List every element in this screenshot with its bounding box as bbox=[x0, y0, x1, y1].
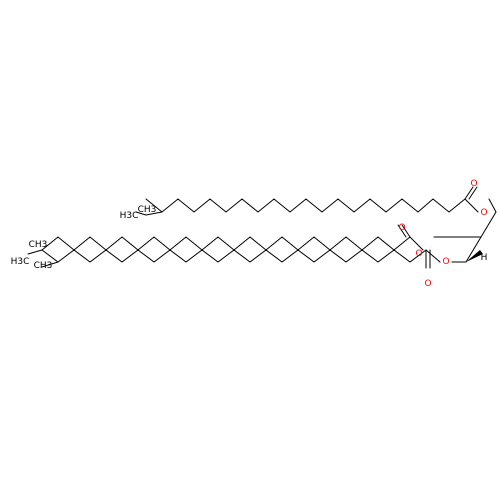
stereo-wedge-bond bbox=[466, 250, 483, 262]
chain-3-branch bbox=[27, 249, 59, 268]
ester-2 bbox=[397, 224, 424, 251]
carbonyl-oxygen-3: O bbox=[424, 279, 431, 289]
methyl-label-chain-3-h3c: H3C bbox=[11, 257, 30, 267]
methyl-label-chain-1-ch3: CH3 bbox=[138, 205, 157, 215]
ester-oxygen-3: O bbox=[442, 257, 449, 267]
methyl-label-chain-2-ch3: CH3 bbox=[29, 240, 48, 250]
ester-3 bbox=[425, 249, 441, 269]
carbonyl-oxygen-2: O bbox=[398, 223, 405, 233]
ester-1 bbox=[464, 186, 479, 213]
methyl-label-chain-1-h3c: H3C bbox=[120, 211, 139, 221]
chain-1-branch bbox=[135, 211, 163, 216]
acyl-chain-1 bbox=[145, 198, 466, 213]
hydrogen-label: H bbox=[481, 253, 488, 263]
acyl-chain-3 bbox=[41, 249, 427, 263]
carbonyl-oxygen-1: O bbox=[470, 179, 477, 189]
methyl-label-chain-3-ch3: CH3 bbox=[34, 261, 53, 271]
acyl-chain-2 bbox=[41, 236, 411, 251]
glycerol-backbone bbox=[433, 198, 497, 263]
ester-oxygen-2: O bbox=[415, 249, 422, 259]
ester-oxygen-1: O bbox=[480, 208, 487, 218]
